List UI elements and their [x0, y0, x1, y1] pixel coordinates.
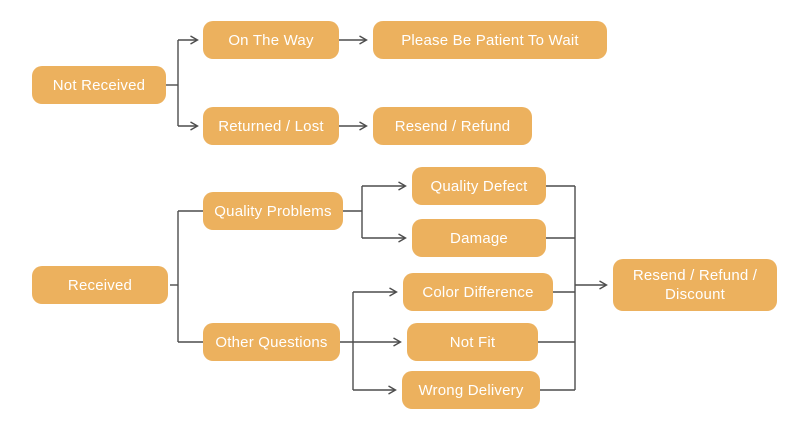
node-not-received: Not Received: [32, 66, 166, 104]
node-resend-refund: Resend / Refund: [373, 107, 532, 145]
node-other-questions: Other Questions: [203, 323, 340, 361]
node-quality-defect: Quality Defect: [412, 167, 546, 205]
node-please-be-patient-to-wait: Please Be Patient To Wait: [373, 21, 607, 59]
node-quality-problems: Quality Problems: [203, 192, 343, 230]
node-damage: Damage: [412, 219, 546, 257]
node-returned-lost: Returned / Lost: [203, 107, 339, 145]
node-resend-refund-discount: Resend / Refund / Discount: [613, 259, 777, 311]
node-received: Received: [32, 266, 168, 304]
node-on-the-way: On The Way: [203, 21, 339, 59]
node-wrong-delivery: Wrong Delivery: [402, 371, 540, 409]
node-color-difference: Color Difference: [403, 273, 553, 311]
node-not-fit: Not Fit: [407, 323, 538, 361]
